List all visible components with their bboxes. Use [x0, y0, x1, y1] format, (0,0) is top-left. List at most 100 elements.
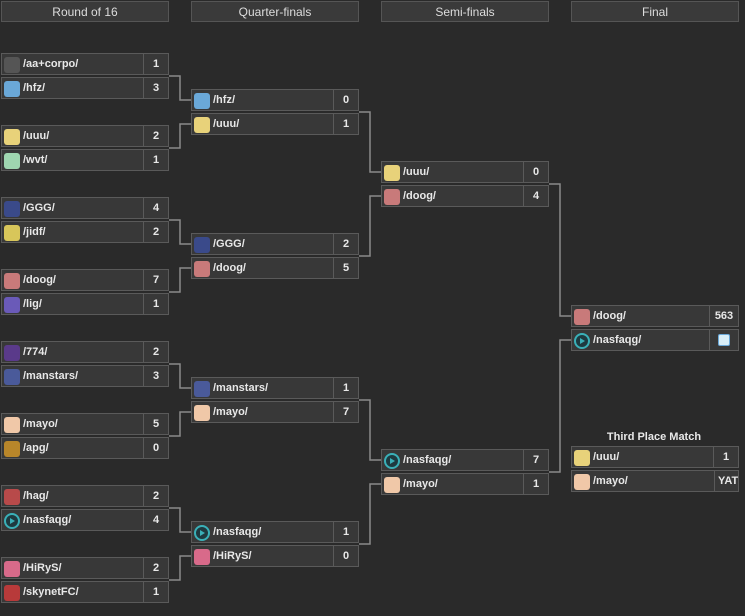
- team-name: /nasfaqg/: [403, 454, 452, 466]
- mayo-icon: [194, 405, 210, 421]
- doog-icon: [574, 309, 590, 325]
- team-score: 0: [143, 438, 168, 458]
- team-slot[interactable]: /lig/1: [1, 293, 169, 315]
- team-slot[interactable]: /HiRyS/2: [1, 557, 169, 579]
- team-score: YATTA: [714, 471, 738, 491]
- team-name: /apg/: [23, 442, 49, 454]
- team-slot[interactable]: /aa+corpo/1: [1, 53, 169, 75]
- team-slot[interactable]: /uuu/1: [571, 446, 739, 468]
- team-name: /doog/: [593, 310, 626, 322]
- team-score: 7: [143, 270, 168, 290]
- team-slot[interactable]: /nasfaqg/4: [1, 509, 169, 531]
- team-slot[interactable]: /mayo/7: [191, 401, 359, 423]
- team-name: /uuu/: [213, 118, 240, 130]
- hfz-icon: [4, 81, 20, 97]
- skynetfc-icon: [4, 585, 20, 601]
- team-slot[interactable]: /doog/4: [381, 185, 549, 207]
- team-slot[interactable]: /jidf/2: [1, 221, 169, 243]
- team-slot[interactable]: /hag/2: [1, 485, 169, 507]
- mayo-icon: [384, 477, 400, 493]
- ggg-icon: [194, 237, 210, 253]
- team-score: 1: [333, 522, 358, 542]
- uuu-icon: [384, 165, 400, 181]
- team-score: 7: [523, 450, 548, 470]
- team-name: /nasfaqg/: [593, 334, 642, 346]
- team-name: /doog/: [403, 190, 436, 202]
- team-slot[interactable]: /GGG/2: [191, 233, 359, 255]
- wvt-icon: [4, 153, 20, 169]
- team-slot[interactable]: /uuu/0: [381, 161, 549, 183]
- team-slot[interactable]: /GGG/4: [1, 197, 169, 219]
- team-name: /HiRyS/: [213, 550, 252, 562]
- uuu-icon: [4, 129, 20, 145]
- team-slot[interactable]: /nasfaqg/: [571, 329, 739, 351]
- team-slot[interactable]: /nasfaqg/1: [191, 521, 359, 543]
- jidf-icon: [4, 225, 20, 241]
- team-name: /GGG/: [23, 202, 55, 214]
- team-score: 0: [523, 162, 548, 182]
- nasfaqg-icon: [4, 513, 20, 529]
- team-name: /hfz/: [213, 94, 235, 106]
- team-score: 3: [143, 366, 168, 386]
- team-score: 4: [523, 186, 548, 206]
- team-slot[interactable]: /nasfaqg/7: [381, 449, 549, 471]
- team-score: 1: [333, 378, 358, 398]
- team-slot[interactable]: /doog/563: [571, 305, 739, 327]
- header-quarter-finals: Quarter-finals: [191, 1, 359, 22]
- manstars-icon: [194, 381, 210, 397]
- team-score: 1: [713, 447, 738, 467]
- 774-icon: [4, 345, 20, 361]
- doog-icon: [384, 189, 400, 205]
- hirys-icon: [194, 549, 210, 565]
- team-score: 2: [143, 342, 168, 362]
- team-name: /aa+corpo/: [23, 58, 79, 70]
- team-slot[interactable]: /774/2: [1, 341, 169, 363]
- team-name: /jidf/: [23, 226, 46, 238]
- team-name: /nasfaqg/: [23, 514, 72, 526]
- team-slot[interactable]: /mayo/YATTA: [571, 470, 739, 492]
- team-slot[interactable]: /mayo/1: [381, 473, 549, 495]
- team-slot[interactable]: /HiRyS/0: [191, 545, 359, 567]
- team-score: 5: [333, 258, 358, 278]
- team-name: /nasfaqg/: [213, 526, 262, 538]
- team-score: 2: [143, 558, 168, 578]
- team-score: 0: [333, 546, 358, 566]
- third-place-title: Third Place Match: [606, 431, 702, 443]
- nasfaqg-icon: [574, 333, 590, 349]
- hfz-icon: [194, 93, 210, 109]
- team-name: /wvt/: [23, 154, 48, 166]
- team-slot[interactable]: /hfz/3: [1, 77, 169, 99]
- header-semi-finals: Semi-finals: [381, 1, 549, 22]
- team-score: 0: [333, 90, 358, 110]
- doog-icon: [194, 261, 210, 277]
- team-name: /skynetFC/: [23, 586, 79, 598]
- team-score: 1: [143, 54, 168, 74]
- team-slot[interactable]: /doog/7: [1, 269, 169, 291]
- team-score: 1: [333, 114, 358, 134]
- team-slot[interactable]: /apg/0: [1, 437, 169, 459]
- team-slot[interactable]: /doog/5: [191, 257, 359, 279]
- team-slot[interactable]: /mayo/5: [1, 413, 169, 435]
- team-score: 4: [143, 510, 168, 530]
- team-name: /hag/: [23, 490, 49, 502]
- team-score: 1: [143, 294, 168, 314]
- team-slot[interactable]: /uuu/1: [191, 113, 359, 135]
- team-name: /uuu/: [593, 451, 620, 463]
- team-slot[interactable]: /wvt/1: [1, 149, 169, 171]
- team-name: /uuu/: [23, 130, 50, 142]
- team-slot[interactable]: /manstars/3: [1, 365, 169, 387]
- team-name: /mayo/: [403, 478, 438, 490]
- team-name: /GGG/: [213, 238, 245, 250]
- nasfaqg-icon: [384, 453, 400, 469]
- team-name: /mayo/: [23, 418, 58, 430]
- team-slot[interactable]: /hfz/0: [191, 89, 359, 111]
- team-slot[interactable]: /skynetFC/1: [1, 581, 169, 603]
- team-score: 1: [143, 150, 168, 170]
- hag-icon: [4, 489, 20, 505]
- team-name: /HiRyS/: [23, 562, 62, 574]
- uuu-icon: [194, 117, 210, 133]
- team-slot[interactable]: /uuu/2: [1, 125, 169, 147]
- manstars-icon: [4, 369, 20, 385]
- team-slot[interactable]: /manstars/1: [191, 377, 359, 399]
